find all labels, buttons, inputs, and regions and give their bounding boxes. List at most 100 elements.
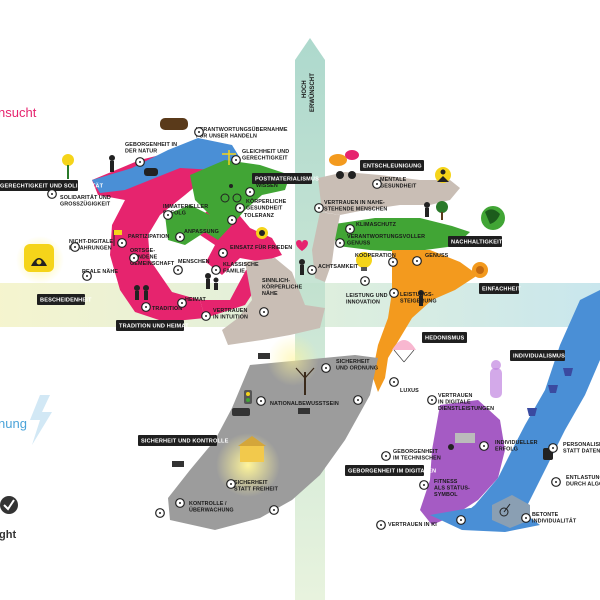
svg-text:SICHERHEIT UND KONTROLLE: SICHERHEIT UND KONTROLLE — [141, 439, 229, 445]
label-vertrauen-nahestehende: VERTRAUEN IN NAHE-STEHENDE MENSCHEN — [324, 200, 387, 212]
value-marker[interactable] — [201, 311, 211, 321]
value-marker[interactable] — [211, 265, 221, 275]
tag-gerechtigkeit: GERECHTIGKEIT UND SOLIDARITÄT — [0, 180, 104, 191]
value-marker[interactable] — [335, 238, 345, 248]
value-marker[interactable] — [226, 479, 236, 489]
sunflower-icon — [62, 154, 74, 179]
label-heimat: HEIMAT — [185, 297, 206, 303]
value-marker[interactable] — [307, 265, 317, 275]
value-marker[interactable] — [173, 265, 183, 275]
value-marker[interactable] — [141, 302, 151, 312]
value-marker[interactable] — [194, 127, 204, 137]
value-marker[interactable] — [155, 508, 165, 518]
value-marker[interactable] — [389, 288, 399, 298]
value-marker[interactable] — [381, 451, 391, 461]
horse-icon — [144, 168, 158, 176]
flag-icon — [113, 230, 122, 246]
scale-icon — [222, 150, 236, 165]
tag-entschleunigung: ENTSCHLEUNIGUNG — [360, 160, 424, 171]
value-marker[interactable] — [360, 276, 370, 286]
tag-tradition: TRADITION UND HEIMAT — [116, 320, 189, 331]
value-marker[interactable] — [479, 441, 489, 451]
value-marker[interactable] — [227, 215, 237, 225]
value-marker[interactable] — [321, 363, 331, 373]
region-grey — [168, 355, 378, 530]
value-marker[interactable] — [70, 242, 80, 252]
tag-nachhaltigkeit: NACHHALTIGKEIT — [448, 236, 503, 247]
label-genuss: GENUSS — [425, 253, 449, 259]
svg-text:TRADITION UND HEIMAT: TRADITION UND HEIMAT — [119, 324, 189, 330]
value-marker[interactable] — [521, 513, 531, 523]
hologram-person-icon — [490, 360, 502, 398]
value-marker[interactable] — [163, 210, 173, 220]
value-marker[interactable] — [345, 224, 355, 234]
value-marker[interactable] — [412, 256, 422, 266]
value-marker[interactable] — [218, 248, 228, 258]
traffic-light-icon — [244, 390, 252, 404]
value-marker[interactable] — [82, 271, 92, 281]
trophy-icon — [527, 368, 573, 416]
value-marker[interactable] — [388, 257, 398, 267]
value-marker[interactable] — [117, 238, 127, 248]
value-marker[interactable] — [235, 203, 245, 213]
side-word-bottom: nung — [0, 416, 27, 431]
value-marker[interactable] — [419, 480, 429, 490]
value-marker[interactable] — [551, 477, 561, 487]
label-klimaschutz: KLIMASCHUTZ — [356, 222, 397, 228]
value-marker[interactable] — [175, 498, 185, 508]
cyclist-icon — [220, 184, 242, 203]
value-marker[interactable] — [456, 515, 466, 525]
glow-camera — [267, 334, 319, 386]
label-personalisierung: PERSONALISIERUNGSTATT DATEN-SOUV — [563, 442, 600, 454]
value-marker[interactable] — [314, 203, 324, 213]
svg-text:EINFACHHEIT: EINFACHHEIT — [482, 287, 521, 293]
value-marker[interactable] — [256, 396, 266, 406]
value-marker[interactable] — [548, 443, 558, 453]
svg-text:BESCHEIDENHEIT: BESCHEIDENHEIT — [40, 298, 92, 304]
globe-icon — [481, 206, 505, 230]
value-marker[interactable] — [259, 307, 269, 317]
car-icon — [232, 408, 250, 416]
value-marker[interactable] — [372, 179, 382, 189]
value-marker[interactable] — [245, 187, 255, 197]
tree-bare-icon — [295, 367, 315, 395]
gamer-icon — [448, 433, 475, 450]
tag-postmaterialismus: POSTMATERIALISMUS — [252, 173, 319, 184]
region-green-right — [328, 218, 470, 252]
value-marker[interactable] — [269, 505, 279, 515]
label-kontrolle: KONTROLLE /ÜBERWACHUNG — [189, 501, 234, 513]
parachute-icon — [392, 340, 416, 363]
lion-icon — [472, 262, 488, 278]
tree-icon — [436, 201, 448, 220]
value-marker[interactable] — [389, 377, 399, 387]
value-marker[interactable] — [177, 298, 187, 308]
value-marker[interactable] — [129, 253, 139, 263]
lightning-icon — [30, 395, 52, 445]
label-nationalbewusstsein: NATIONALBEWUSSTSEIN — [270, 401, 339, 407]
svg-text:GERECHTIGKEIT UND SOLIDARITÄT: GERECHTIGKEIT UND SOLIDARITÄT — [0, 183, 104, 190]
label-achtsamkeit: ACHTSAMKEIT — [318, 264, 359, 270]
label-vertrauen-ki: VERTRAUEN IN KI — [388, 522, 437, 528]
tag-hedonismus: HEDONISMUS — [422, 332, 467, 343]
label-leistungssteigerung: LEISTUNGS-STEIGERUNG — [400, 292, 437, 304]
value-marker[interactable] — [47, 189, 57, 199]
label-entlastung: ENTLASTUNGDURCH ALGORITHMEN — [566, 475, 600, 487]
axis-label-line1: HOCH — [302, 80, 308, 98]
value-marker[interactable] — [175, 232, 185, 242]
value-marker[interactable] — [231, 155, 241, 165]
value-marker[interactable] — [353, 395, 363, 405]
value-marker[interactable] — [376, 520, 386, 530]
value-marker[interactable] — [135, 157, 145, 167]
label-luxus: LUXUS — [400, 388, 419, 394]
value-marker[interactable] — [427, 395, 437, 405]
